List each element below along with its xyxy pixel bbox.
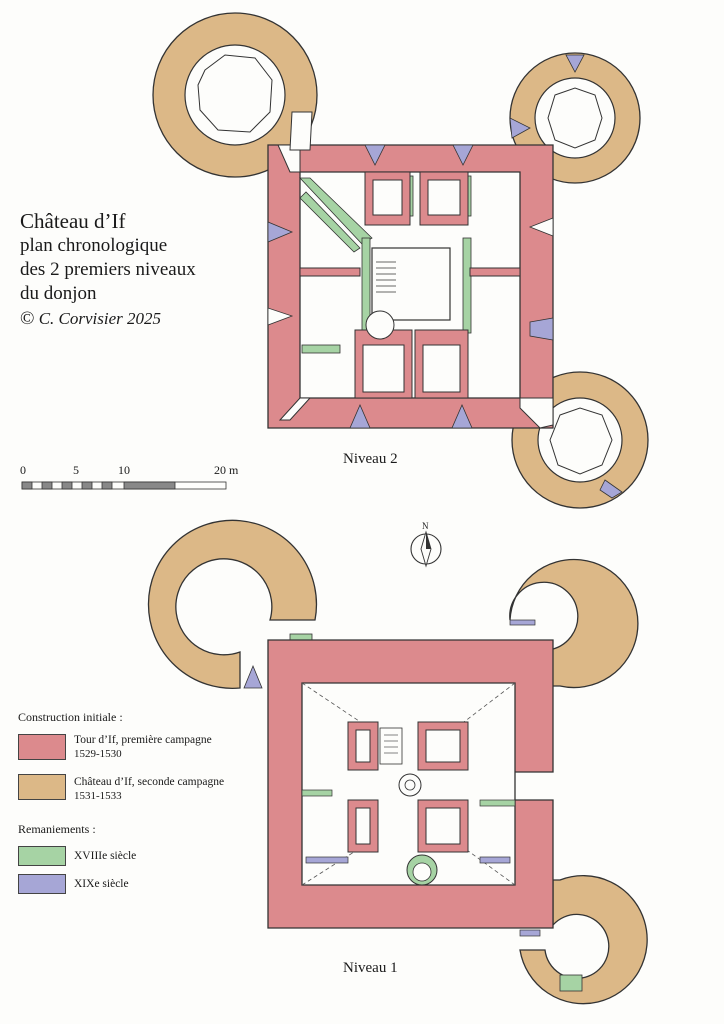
title-block: Château d’If plan chronologique des 2 pr…: [20, 208, 270, 330]
tower-se-level1: [519, 875, 648, 1005]
embrasure-xix-se-bottom: [599, 479, 623, 499]
embrasure-xix-level1-nw: [243, 664, 263, 689]
embrasure-xix-ne-left: [509, 117, 531, 139]
tower-ne-level1: [509, 558, 639, 689]
embrasure-w2: [267, 307, 294, 326]
legend-label-chateau: Château d’If, seconde campagne: [74, 776, 225, 788]
tower-nw-level2-room: [197, 54, 273, 133]
spiral-stair-level2: [365, 310, 395, 340]
corridor-se-level2: [519, 397, 554, 429]
tower-ne-level2-room: [547, 87, 603, 149]
plan-niveau-1: [147, 519, 648, 1005]
legend-label-xix: XIXe siècle: [74, 878, 129, 890]
legend-swatch-chateau: [18, 774, 66, 800]
level-label-lower: Niveau 1: [343, 960, 398, 976]
tower-se-level2-room: [549, 407, 613, 475]
copyright-symbol: ©: [20, 308, 35, 329]
embrasure-xix-w: [267, 221, 294, 243]
inner-piers-level1: [347, 721, 469, 853]
embrasure-xix-e: [529, 317, 554, 341]
embrasure-xix-ne-top: [565, 54, 585, 73]
plan-subtitle-line2: des 2 premiers niveaux: [20, 259, 196, 280]
wall-xviii-level1-e: [479, 799, 516, 807]
level-label-upper: Niveau 2: [343, 451, 398, 467]
compass-label: N: [422, 521, 429, 531]
embrasure-e1: [528, 217, 554, 237]
cistern-level1-inner: [404, 779, 416, 791]
legend-label-xviii: XVIIIe siècle: [74, 850, 137, 862]
legend-period-tour: 1529-1530: [74, 748, 122, 760]
plan-subtitle-line1: plan chronologique: [20, 235, 168, 256]
legend-swatch-xviii: [18, 846, 66, 866]
embrasure-xix-s1: [349, 403, 371, 429]
embrasure-xix-s2: [451, 403, 473, 429]
corridor-sw-level2: [278, 397, 312, 421]
embrasure-xix-n2: [452, 144, 474, 166]
tower-se-level1-rock: [559, 974, 583, 992]
legend-label-tour: Tour d’If, première campagne: [74, 734, 212, 746]
tower-nw-level1-patch: [289, 633, 313, 641]
wall-xix-level1-sw: [305, 856, 349, 864]
stair-treads-level1: [384, 734, 398, 754]
vault-lines-level1: [301, 682, 516, 886]
inner-rooms-level2: [299, 171, 521, 399]
legend-swatch-tour: [18, 734, 66, 760]
spiral-stair-level1-core: [412, 862, 432, 882]
author-credit: C. Corvisier 2025: [38, 309, 161, 328]
plan-subtitle-line3: du donjon: [20, 283, 97, 304]
legend-heading-remodel: Remaniements :: [18, 822, 96, 836]
scale-tick-5: 5: [73, 463, 79, 477]
patch-xix-ne-tower: [509, 619, 536, 626]
wall-xviii-level1-w: [301, 789, 333, 797]
stair-block-level1: [379, 727, 403, 765]
tower-nw-level1: [147, 519, 318, 689]
scale-tick-20m: 20 m: [214, 463, 239, 477]
central-courtyard-level2: [371, 247, 451, 321]
legend-heading-initial: Construction initiale :: [18, 710, 123, 724]
embrasure-xix-n1: [364, 144, 386, 166]
patch-xix-se-tower: [519, 929, 541, 937]
legend-swatch-xix: [18, 874, 66, 894]
scale-tick-10: 10: [118, 463, 130, 477]
stair-nw-tower-level2: [289, 111, 313, 151]
stair-treads-level2: [376, 261, 396, 293]
legend-period-chateau: 1531-1533: [74, 790, 122, 802]
copyright-line: © C. Corvisier 2025: [20, 308, 270, 330]
compass-icon: [410, 530, 442, 568]
scale-tick-0: 0: [20, 463, 26, 477]
plan-niveau-2: [152, 12, 649, 509]
plan-title: Château d’If: [20, 209, 126, 233]
wall-xix-level1-se: [479, 856, 511, 864]
scale-bar: [21, 481, 227, 490]
